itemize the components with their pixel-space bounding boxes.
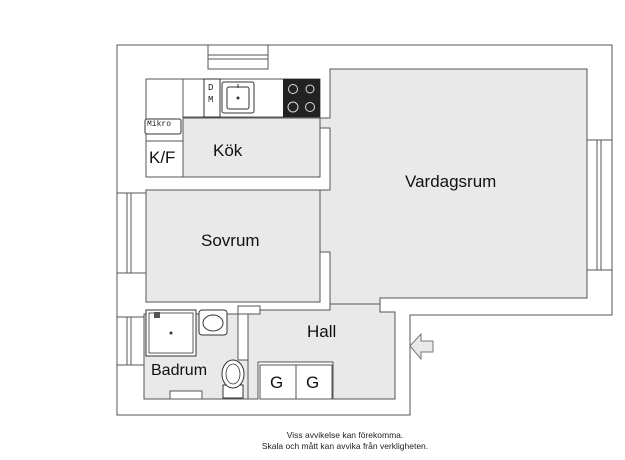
floor-hall (238, 303, 396, 400)
window-icon (116, 44, 613, 366)
storage-closets (259, 364, 333, 400)
fridge-freezer-label: K/F (149, 148, 176, 167)
disclaimer-line-1: Viss avvikelse kan förekomma. (286, 430, 404, 440)
room-label-kok: Kök (213, 141, 243, 160)
room-label-hall: Hall (307, 322, 337, 341)
room-label-sovrum: Sovrum (201, 231, 260, 250)
room-label-vardagsrum: Vardagsrum (405, 172, 497, 191)
storage-label-2: G (306, 373, 320, 392)
kitchen-counter (144, 78, 321, 178)
floor-kok (182, 117, 321, 178)
toilet-icon (221, 359, 245, 399)
room-label-badrum: Badrum (151, 362, 208, 379)
washbasin-icon (198, 309, 228, 336)
sink-icon (221, 81, 255, 114)
fridge-freezer (145, 140, 184, 178)
microwave (144, 118, 182, 135)
stove-icon (283, 79, 320, 117)
disclaimer-line-2: Skala och mått kan avvika från verklighe… (261, 441, 429, 451)
shower-icon (145, 309, 197, 357)
microwave-label: Mikro (147, 120, 172, 129)
dishwasher-label: DM (208, 83, 214, 105)
storage-label-1: G (270, 373, 284, 392)
dishwasher (203, 78, 221, 118)
door-openings (169, 305, 261, 400)
entrance-arrow-icon (409, 332, 434, 361)
